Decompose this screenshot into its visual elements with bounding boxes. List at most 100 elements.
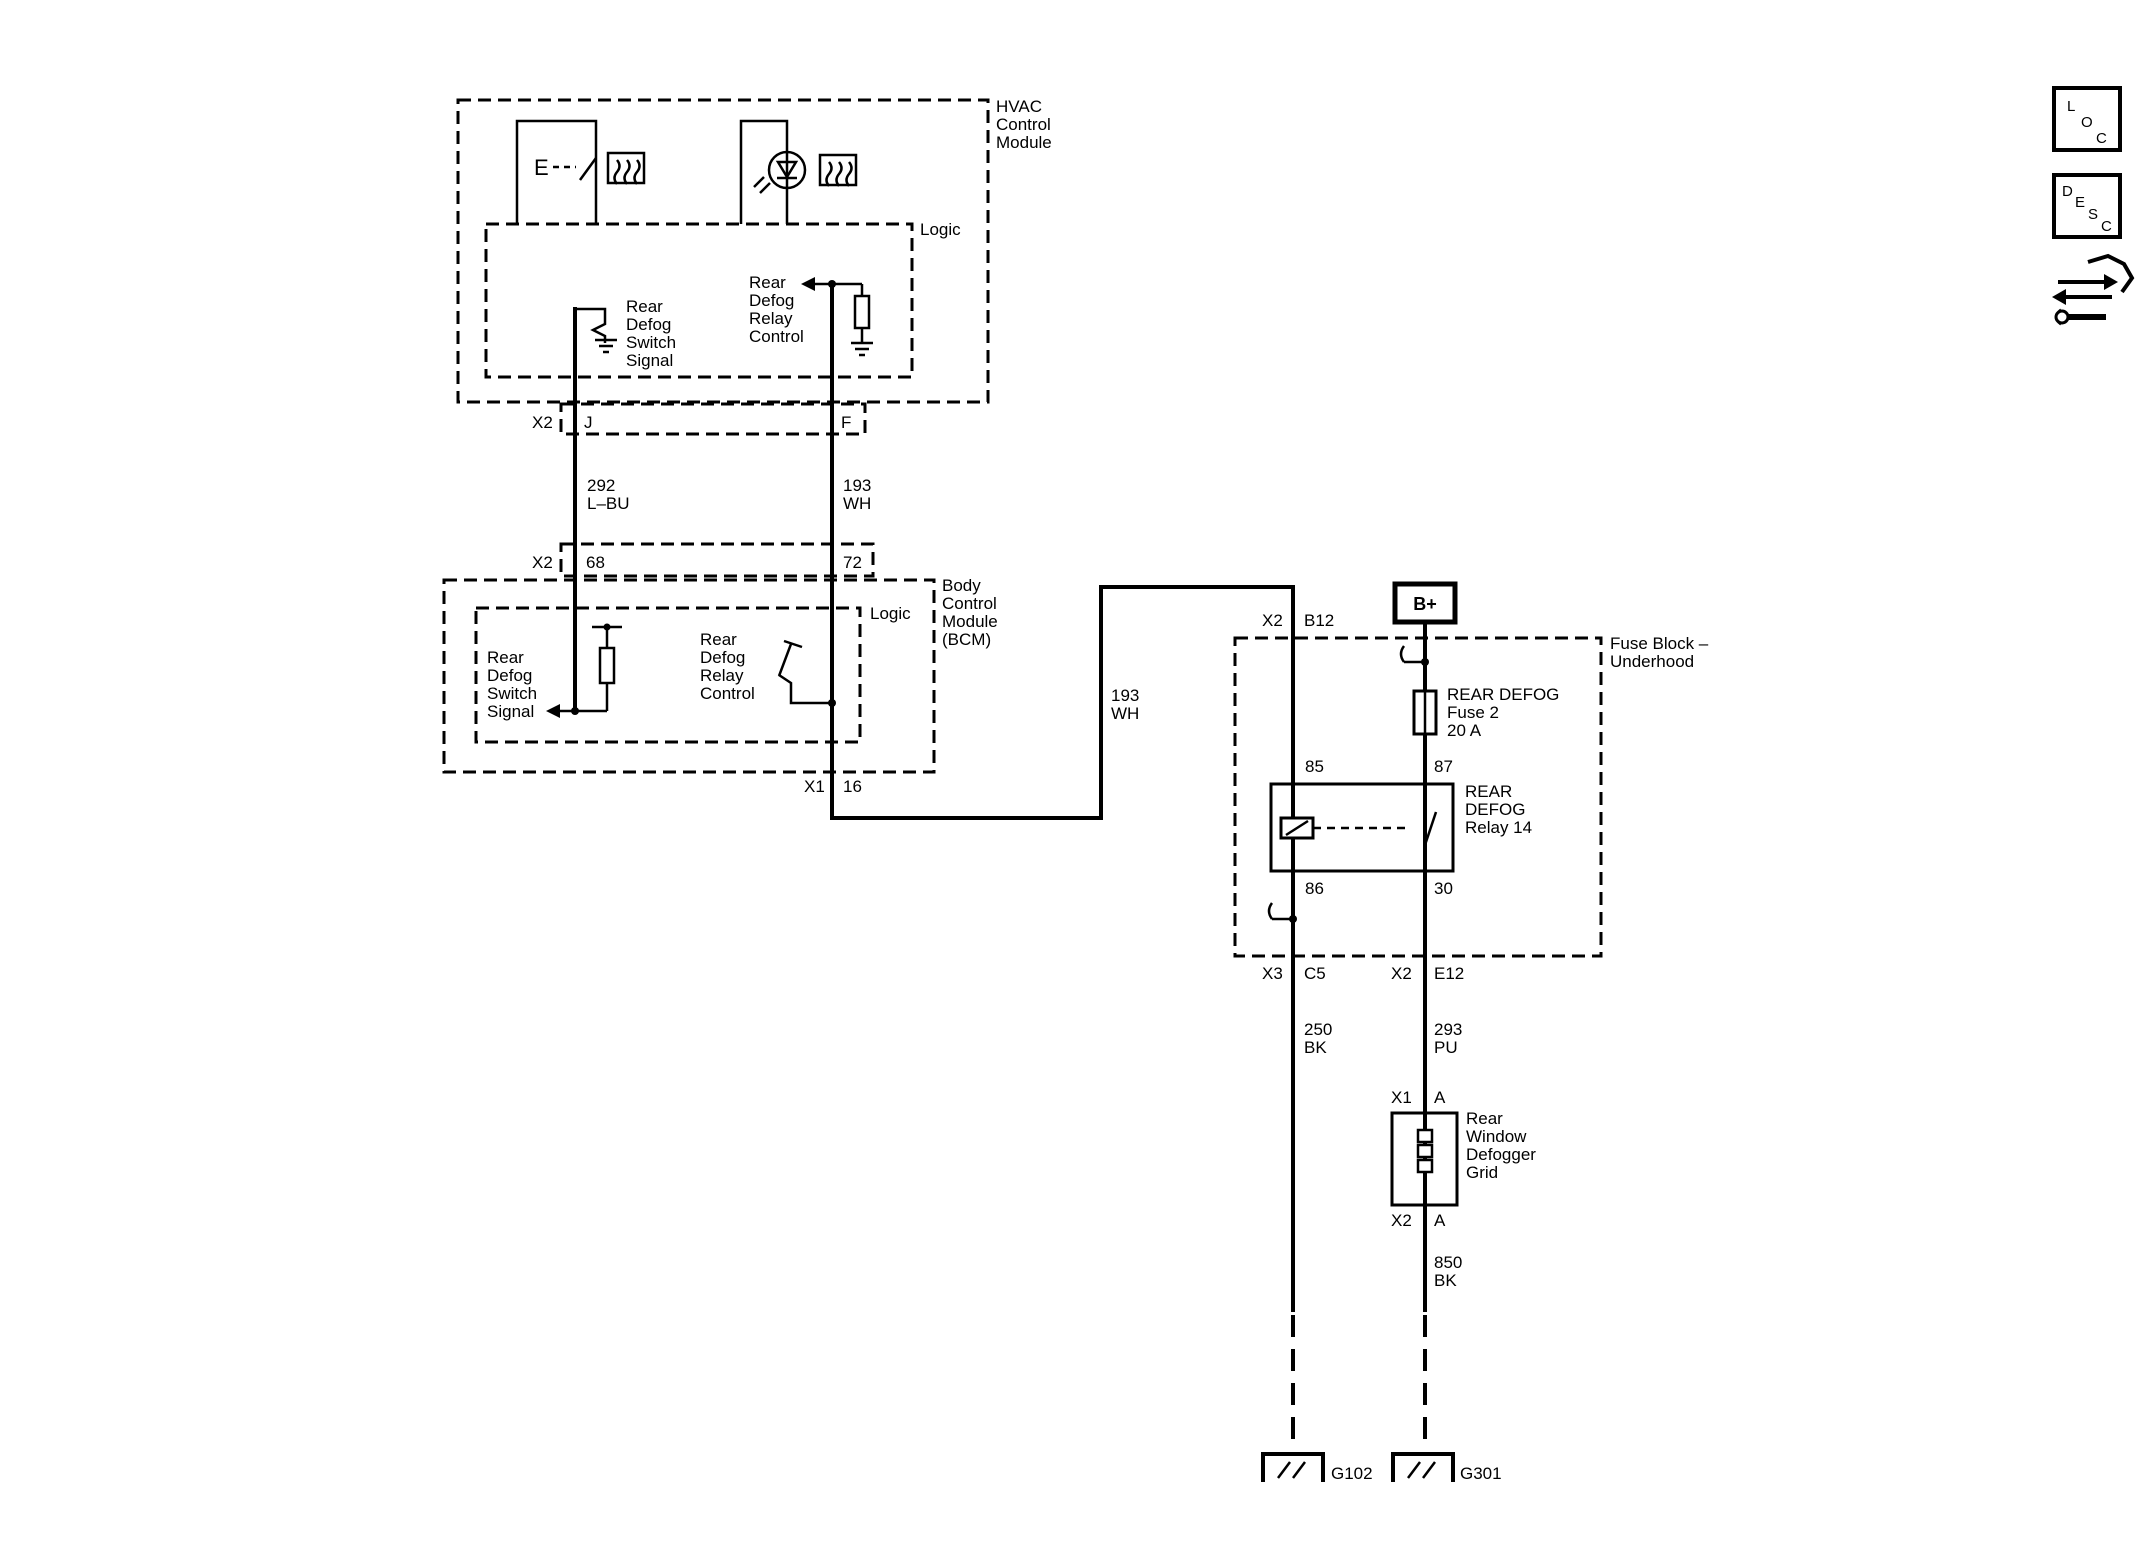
- wire-293-number: 293: [1434, 1020, 1462, 1039]
- location-button[interactable]: L O C: [2052, 86, 2122, 152]
- connector-tool-button[interactable]: [2052, 253, 2135, 326]
- hvac-switch-signal-label-1: Rear: [626, 297, 663, 316]
- fuse-conn-b12-label: X2: [1262, 611, 1283, 630]
- relay-label-1: REAR: [1465, 782, 1512, 801]
- wire-850-number: 850: [1434, 1253, 1462, 1272]
- bcm-switch-signal-label-4: Signal: [487, 702, 534, 721]
- wire-193-wh-to-fuse-block: [830, 585, 1295, 1312]
- svg-text:S: S: [2088, 206, 2098, 223]
- grid-conn-bottom-label: X2: [1391, 1211, 1412, 1230]
- hvac-conn-x2-label: X2: [532, 413, 553, 432]
- bcm-relay-control-label-2: Defog: [700, 648, 745, 667]
- ground-g301: G301: [1391, 1452, 1502, 1483]
- svg-text:E: E: [2075, 194, 2085, 211]
- bcm-conn-x1-label: X1: [804, 777, 825, 796]
- body-control-module: X2 68 72 Body Control Module (BCM) Logic…: [442, 542, 998, 796]
- ground-icon: [1261, 1452, 1325, 1482]
- fuse-pin-b12: B12: [1304, 611, 1334, 630]
- svg-text:C: C: [2101, 218, 2112, 235]
- hvac-relay-control-label-2: Defog: [749, 291, 794, 310]
- fuse-block-underhood: B+ Fuse Block – Underhood X2 B12 REAR DE…: [1233, 581, 1709, 1312]
- fuse-pin-c5: C5: [1304, 964, 1326, 983]
- defrost-symbol-icon: [606, 151, 646, 185]
- wire-250-color: BK: [1304, 1038, 1327, 1057]
- splice-pack-bottom-icon: [1267, 902, 1293, 921]
- connector-tool-icon: [2052, 253, 2135, 326]
- wire-250-number: 250: [1304, 1020, 1332, 1039]
- hvac-relay-control-label-1: Rear: [749, 273, 786, 292]
- relay-label-2: DEFOG: [1465, 800, 1525, 819]
- heating-element-icon: [1416, 1128, 1434, 1174]
- bcm-connector-x2: [559, 542, 875, 578]
- relay-pin-85: 85: [1305, 757, 1324, 776]
- svg-text:D: D: [2062, 183, 2073, 200]
- bcm-switch-signal-circuit: Rear Defog Switch Signal: [487, 623, 622, 721]
- wire-193a-color: WH: [843, 494, 871, 513]
- bcm-relay-control-label-3: Relay: [700, 666, 744, 685]
- hvac-relay-control-label-4: Control: [749, 327, 804, 346]
- led-indicator-icon: [753, 150, 807, 194]
- bcm-title-4: (BCM): [942, 630, 991, 649]
- ground-g102: G102: [1261, 1452, 1373, 1483]
- hvac-switch-signal-label-3: Switch: [626, 333, 676, 352]
- hvac-switch-signal-label-2: Defog: [626, 315, 671, 334]
- grid-label-1: Rear: [1466, 1109, 1503, 1128]
- hvac-connector-x2: [559, 402, 867, 436]
- relay-contact-icon: [1423, 811, 1438, 846]
- hvac-control-module: HVAC Control Module Logic E: [456, 97, 1052, 436]
- fuse-pin-e12: E12: [1434, 964, 1464, 983]
- fuse-label-3: 20 A: [1447, 721, 1482, 740]
- ground-g102-label: G102: [1331, 1464, 1373, 1483]
- grid-pin-top: A: [1434, 1088, 1446, 1107]
- bcm-switch-signal-label-1: Rear: [487, 648, 524, 667]
- wire-293-color: PU: [1434, 1038, 1458, 1057]
- description-button[interactable]: D E S C: [2052, 173, 2122, 239]
- wire-292-color: L–BU: [587, 494, 630, 513]
- battery-label: B+: [1413, 594, 1437, 614]
- hvac-module-title-2: Control: [996, 115, 1051, 134]
- fuse-block-title-2: Underhood: [1610, 652, 1694, 671]
- bcm-pin-72: 72: [843, 553, 862, 572]
- fuse-label-1: REAR DEFOG: [1447, 685, 1559, 704]
- bcm-pin-68: 68: [586, 553, 605, 572]
- wire-193b-number: 193: [1111, 686, 1139, 705]
- battery-positive-terminal: B+: [1392, 581, 1458, 625]
- hvac-switch-signal-label-4: Signal: [626, 351, 673, 370]
- grid-label-4: Grid: [1466, 1163, 1498, 1182]
- bcm-logic-box: [474, 606, 862, 744]
- svg-text:O: O: [2081, 114, 2093, 131]
- bcm-title-2: Control: [942, 594, 997, 613]
- hvac-module-outline: [456, 98, 990, 404]
- hvac-switch-signal-circuit: Rear Defog Switch Signal: [575, 297, 676, 370]
- wire-850-color: BK: [1434, 1271, 1457, 1290]
- fuse-block-outline: [1233, 636, 1603, 958]
- loc-icon: L O C: [2067, 98, 2107, 147]
- relay-pin-30: 30: [1434, 879, 1453, 898]
- wire-193a-number: 193: [843, 476, 871, 495]
- hvac-pin-j: J: [584, 413, 593, 432]
- hvac-defog-indicator: [739, 119, 858, 224]
- hvac-module-title-1: HVAC: [996, 97, 1042, 116]
- hvac-module-title-3: Module: [996, 133, 1052, 152]
- bcm-switch-signal-label-3: Switch: [487, 684, 537, 703]
- bcm-title-3: Module: [942, 612, 998, 631]
- hvac-relay-control-circuit: Rear Defog Relay Control: [749, 273, 873, 357]
- relay-pin-86: 86: [1305, 879, 1324, 898]
- fuse-conn-c5-label: X3: [1262, 964, 1283, 983]
- defrost-symbol-icon: [818, 153, 858, 187]
- bcm-relay-control-circuit: Rear Defog Relay Control: [700, 630, 836, 707]
- splice-pack-top-icon: [1399, 645, 1425, 664]
- rear-window-defogger-grid: X1 A Rear Window Defogger Grid X2 A: [1390, 1088, 1536, 1230]
- grid-pin-bottom: A: [1434, 1211, 1446, 1230]
- bcm-outline: [442, 578, 936, 774]
- wire-193b-color: WH: [1111, 704, 1139, 723]
- relay-pin-87: 87: [1434, 757, 1453, 776]
- desc-icon: D E S C: [2062, 183, 2112, 235]
- ground-g301-label: G301: [1460, 1464, 1502, 1483]
- bcm-relay-control-label-4: Control: [700, 684, 755, 703]
- bcm-title-1: Body: [942, 576, 981, 595]
- rear-defog-relay-outline: [1269, 782, 1455, 873]
- fuse-block-title-1: Fuse Block –: [1610, 634, 1709, 653]
- bcm-logic-label: Logic: [870, 604, 911, 623]
